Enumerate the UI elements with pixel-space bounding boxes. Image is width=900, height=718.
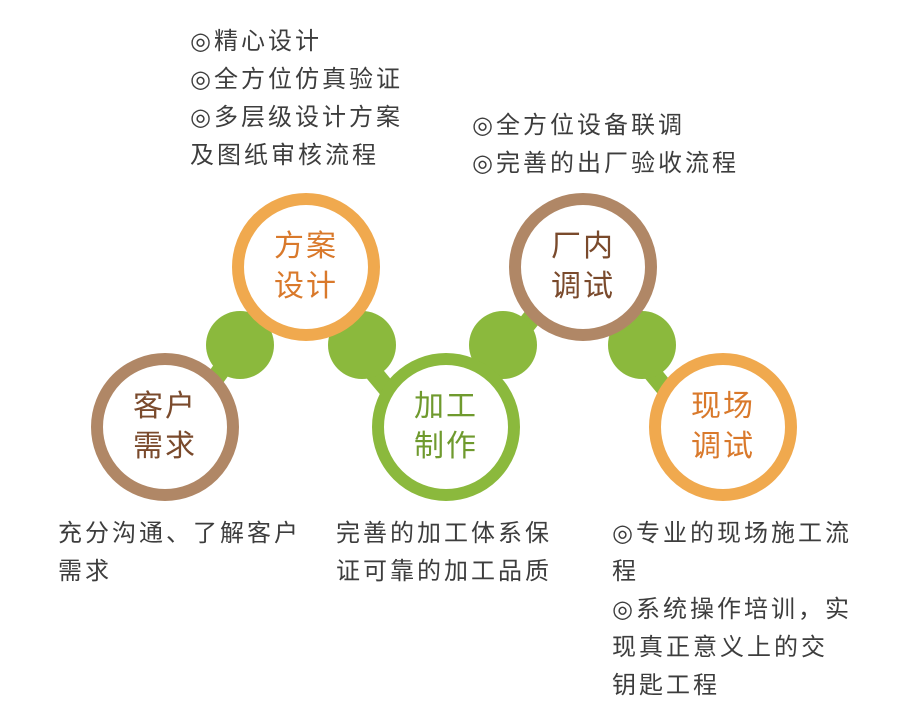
node-make-line1: 加工 [414,389,478,424]
factory-note-2: ◎完善的出厂验收流程 [472,149,739,177]
site-note-2: ◎系统操作培训，实现真正意义上的交钥匙工程 [612,595,852,699]
node-design-line1: 方案 [274,229,338,264]
node-solution-design: 方案 设计 [232,193,380,341]
customer-note: 充分沟通、了解客户需求 [58,519,301,585]
node-site-commissioning: 现场 调试 [649,353,797,501]
joint-make-factory [469,311,537,379]
node-design-line2: 设计 [274,269,338,304]
design-note-2: ◎全方位仿真验证 [190,65,403,93]
customer-notes: 充分沟通、了解客户需求 [58,514,308,590]
factory-note-1: ◎全方位设备联调 [472,111,685,139]
node-factory-line2: 调试 [551,269,615,304]
factory-notes: ◎全方位设备联调 ◎完善的出厂验收流程 [472,106,739,182]
make-note: 完善的加工体系保证可靠的加工品质 [336,519,552,585]
site-note-1: ◎专业的现场施工流程 [612,519,852,585]
make-notes: 完善的加工体系保证可靠的加工品质 [336,514,576,590]
design-note-3: ◎多层级设计方案 [190,103,403,131]
joint-customer-design [206,311,274,379]
design-notes: ◎精心设计 ◎全方位仿真验证 ◎多层级设计方案 及图纸审核流程 [190,22,403,174]
node-factory-testing: 厂内 调试 [509,193,657,341]
design-note-1: ◎精心设计 [190,27,322,55]
node-site-line2: 调试 [691,429,755,464]
node-manufacturing: 加工 制作 [372,353,520,501]
node-make-line2: 制作 [414,429,478,464]
design-note-4: 及图纸审核流程 [190,141,379,169]
node-customer-line2: 需求 [133,429,197,464]
site-notes: ◎专业的现场施工流程 ◎系统操作培训，实现真正意义上的交钥匙工程 [612,514,852,704]
node-site-line1: 现场 [691,389,755,424]
joint-factory-site [608,311,676,379]
node-customer-needs: 客户 需求 [91,353,239,501]
node-customer-line1: 客户 [133,389,197,424]
node-factory-line1: 厂内 [551,229,615,264]
